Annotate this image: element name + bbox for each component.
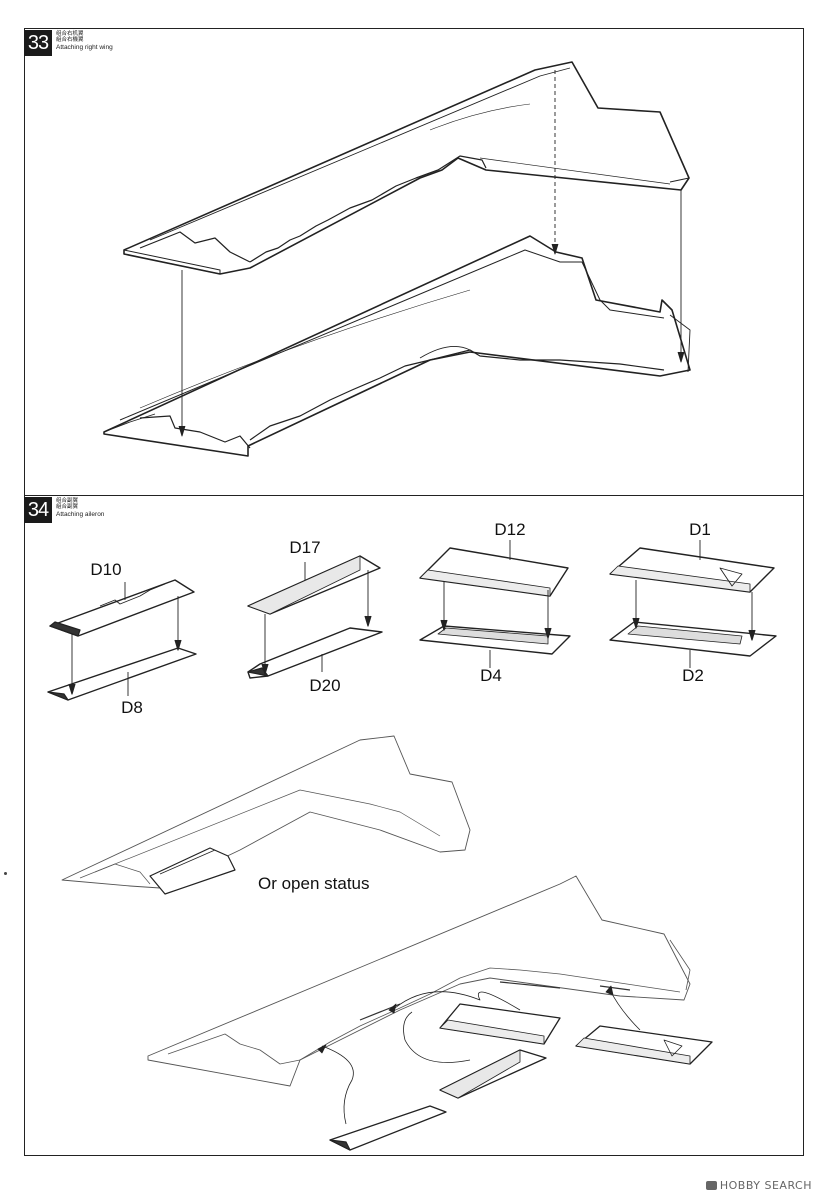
lower-wing-half <box>103 235 691 457</box>
step-34-title-en: Attaching aileron <box>56 511 105 518</box>
aileron-pair-d12-d4 <box>419 540 571 668</box>
watermark-text: HOBBY SEARCH <box>719 1179 812 1192</box>
watermark: HOBBY SEARCH <box>705 1179 812 1192</box>
wing-open-status <box>61 735 471 895</box>
part-label-d1: D1 <box>689 520 711 539</box>
step-33-guides <box>178 70 685 437</box>
wing-with-ailerons-exploded <box>147 875 691 1087</box>
part-label-d10: D10 <box>90 560 122 579</box>
step-34-leaders <box>317 985 641 1125</box>
step-divider <box>24 495 804 496</box>
part-label-d2: D2 <box>682 666 704 685</box>
exploded-ailerons <box>329 1003 713 1151</box>
watermark-logo-icon <box>705 1181 717 1190</box>
upper-wing-half <box>123 61 690 275</box>
step-34-title-cn-traditional: 組合副翼 <box>56 504 79 510</box>
part-label-d20: D20 <box>309 676 341 695</box>
step-33-title-en: Attaching right wing <box>56 44 113 51</box>
open-status-note: Or open status <box>258 874 370 893</box>
step-34-title-cn-simplified: 组合副翼 <box>56 498 79 504</box>
part-label-d4: D4 <box>480 666 502 685</box>
step-33-title-cn-simplified: 组合右机翼 <box>56 31 84 37</box>
aileron-pair-d10-d8 <box>47 579 197 701</box>
step-34-number: 34 <box>24 497 52 523</box>
part-label-d17: D17 <box>289 538 321 557</box>
margin-mark <box>4 872 7 875</box>
step-33-title-cn-traditional: 組合右機翼 <box>56 37 84 43</box>
part-label-d12: D12 <box>494 520 526 539</box>
step-33-number: 33 <box>24 30 52 56</box>
aileron-pair-d1-d2 <box>609 540 777 668</box>
page-frame <box>24 28 804 1156</box>
aileron-pair-d17-d20 <box>247 555 383 679</box>
part-label-d8: D8 <box>121 698 143 717</box>
